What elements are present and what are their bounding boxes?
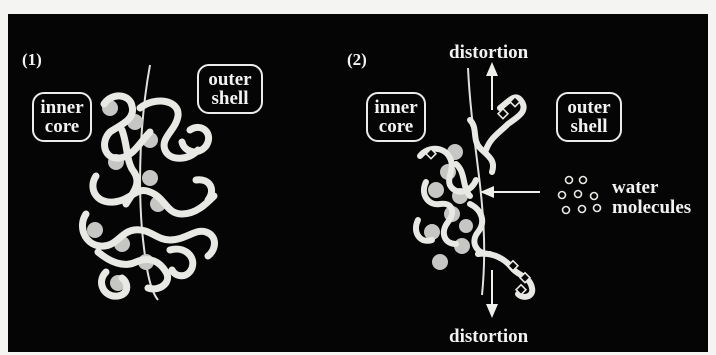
panel-2-number: (2) [347, 51, 367, 68]
panel-2-outer-shell-line1: outer [567, 98, 610, 117]
distortion-bottom-label: distortion [449, 327, 528, 346]
panel-2-dot [459, 219, 473, 233]
panel-2-inner-core-line1: inner [374, 98, 417, 117]
panel-2-dot [432, 254, 448, 270]
panel-1-outer-shell-line1: outer [208, 70, 251, 89]
panel-2-inner-core-label: inner core [366, 92, 426, 142]
panel-1-inner-core-line1: inner [40, 98, 83, 117]
water-label-line2: molecules [612, 198, 691, 218]
distortion-top-label: distortion [449, 43, 528, 62]
panel-1-number: (1) [22, 51, 42, 68]
water-label-line1: water [612, 178, 691, 198]
panel-1-inner-core-line2: core [45, 117, 79, 136]
panel-1-outer-shell-label: outer shell [197, 64, 263, 114]
panel-1-dot [142, 170, 158, 186]
panel-2-dot [428, 182, 444, 198]
panel-2-outer-shell-line2: shell [571, 117, 608, 136]
panel-1-inner-core-label: inner core [32, 92, 92, 142]
panel-2-outer-shell-label: outer shell [556, 92, 622, 142]
panel-2-inner-core-line2: core [379, 117, 413, 136]
water-molecules-label: water molecules [612, 178, 691, 218]
panel-1-outer-shell-line2: shell [212, 89, 249, 108]
panel-1-dot [87, 222, 103, 238]
